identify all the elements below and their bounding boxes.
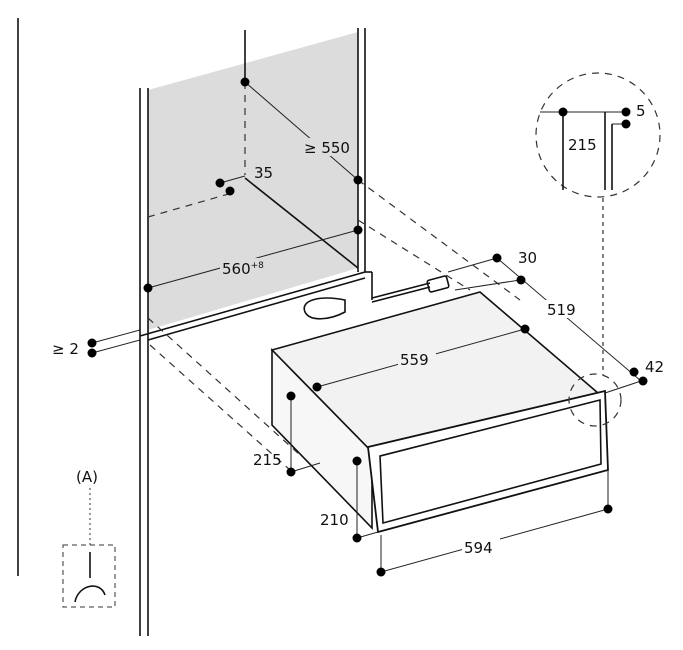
- dim-niche-width: 560+8: [222, 260, 264, 278]
- dim-min-depth: ≥ 550: [304, 139, 350, 157]
- callout-box: [62, 544, 116, 608]
- niche-width-value: 560: [222, 260, 251, 278]
- callout-label: (A): [76, 468, 98, 486]
- dim-594: 594: [464, 539, 493, 557]
- dim-35: 35: [254, 164, 273, 182]
- dim-559: 559: [400, 351, 429, 369]
- dim-gap: ≥ 2: [52, 340, 79, 358]
- dim-30: 30: [518, 249, 537, 267]
- detail-circle: [535, 72, 661, 198]
- niche-width-tolerance: +8: [251, 261, 265, 271]
- detail-dim-5: 5: [636, 102, 646, 120]
- dim-215: 215: [253, 451, 282, 469]
- detail-dim-215: 215: [568, 136, 597, 154]
- dimension-points: [87, 77, 648, 577]
- niche-back-panel: [148, 32, 358, 330]
- dim-519: 519: [547, 301, 576, 319]
- detail-marker-circle: [568, 373, 622, 427]
- cabinet-sides: [139, 28, 373, 636]
- dim-42: 42: [645, 358, 664, 376]
- power-plug-icon: [303, 275, 450, 320]
- connector-icon: [74, 552, 106, 603]
- warming-drawer: [270, 291, 609, 534]
- dim-210: 210: [320, 511, 349, 529]
- detail-section: [540, 111, 626, 190]
